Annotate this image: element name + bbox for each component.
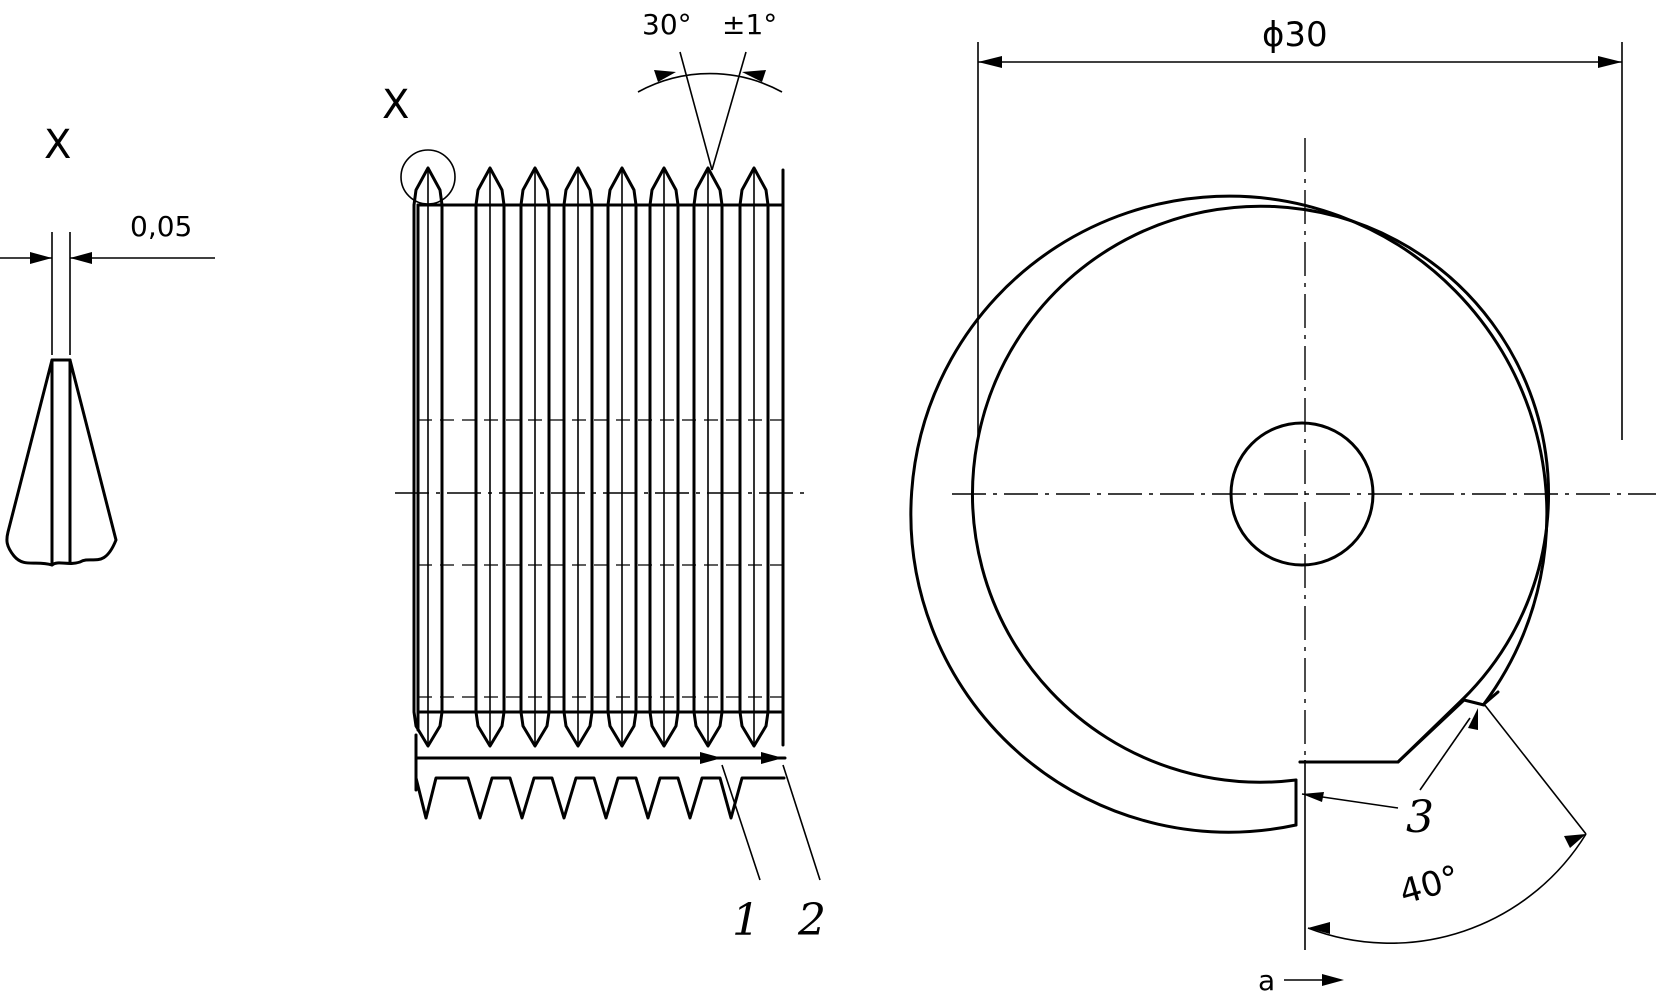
thread-tooth [519,166,551,748]
tooth-tip-outline [5,358,118,567]
angle-40-label: 40° [1395,858,1464,913]
bottom-thread-profile [414,776,786,820]
inner-circle [971,204,1551,784]
diameter-arrow-left [978,56,1002,68]
thread-tooth [648,166,680,748]
callout-1: 1 [732,895,760,946]
thread-tooth [606,166,638,748]
detail-dimension: 0,05 [130,210,192,243]
callout-2: 2 [797,895,826,946]
dim-arrow-right [70,252,92,264]
thread-angle-tolerance: ±1° [722,8,777,41]
outer-circle [909,194,1549,834]
front-view: ϕ30 40° 3 a [909,15,1656,993]
center-bore [1229,421,1375,567]
thread-tooth [412,166,444,748]
detail-x-marker: X [382,82,409,128]
thread-tooth [738,166,770,748]
diameter-label: ϕ30 [1262,15,1328,55]
detail-x-view: X 0,05 [0,122,215,567]
thread-tooth [692,166,724,748]
callout-3: 3 [1406,792,1434,843]
thread-teeth [412,166,770,748]
diameter-arrow-right [1598,56,1622,68]
thread-angle-label: 30° [642,8,692,41]
detail-x-title: X [44,122,71,168]
cutout-notch [1294,690,1500,827]
side-view: X 30° ±1° 1 2 [382,8,826,946]
thread-tooth [562,166,594,748]
dim-arrow-left [30,252,52,264]
direction-arrow [1322,974,1344,986]
thread-tooth [474,166,506,748]
direction-label: a [1258,964,1275,993]
